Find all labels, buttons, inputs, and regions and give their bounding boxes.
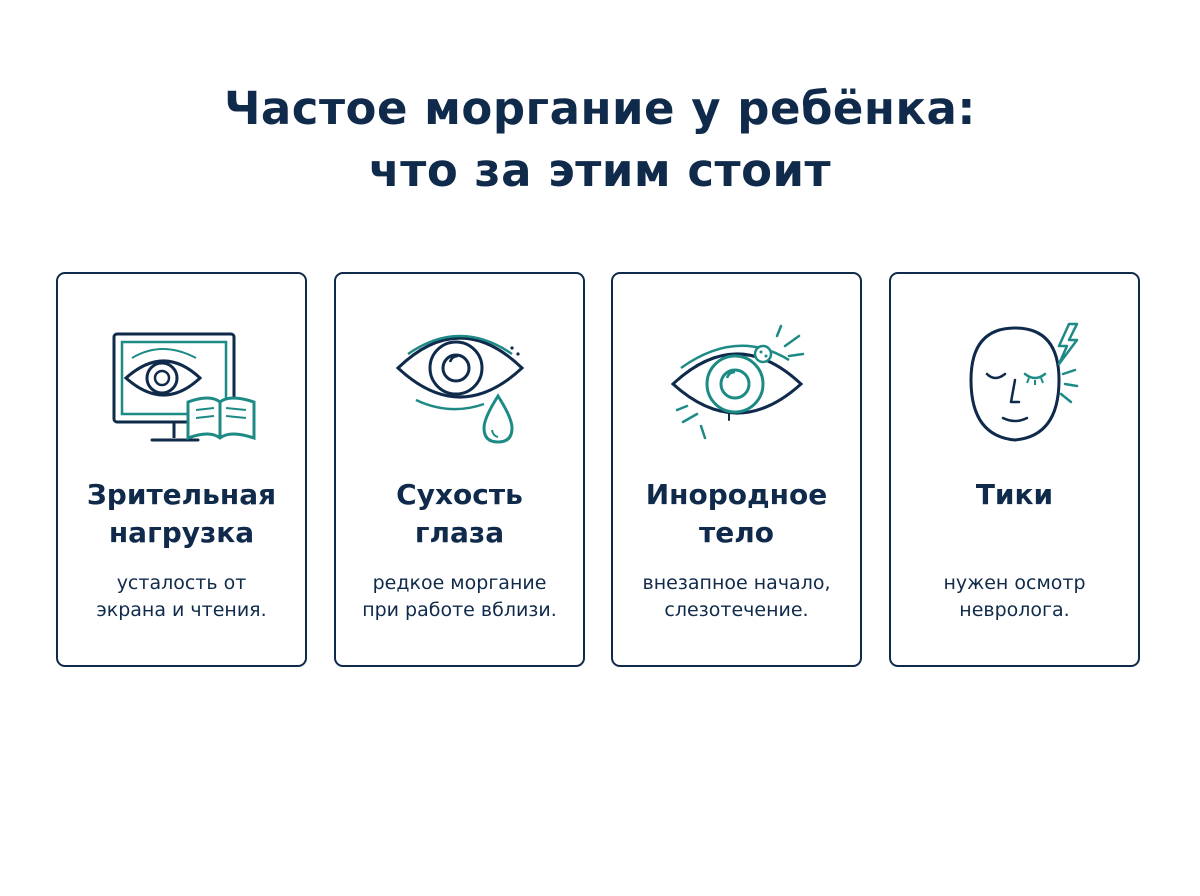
page-title-line-1: Частое моргание у ребёнка:: [224, 82, 976, 135]
card-title-line-2: нагрузка: [108, 516, 255, 549]
card-title: Сухость глаза: [336, 476, 583, 552]
card-title-line-1: Инородное: [645, 478, 828, 511]
card-description-line-2: слезотечение.: [664, 599, 809, 621]
screen-eye-book-icon: [58, 314, 305, 454]
card-description-line-2: невролога.: [959, 599, 1070, 621]
eye-drop-icon: [336, 314, 583, 454]
card-description-line-1: усталость от: [116, 572, 247, 594]
card-foreign-body: Инородное тело внезапное начало, слезоте…: [611, 272, 862, 667]
card-title-line-2: глаза: [414, 516, 505, 549]
card-description-line-1: нужен осмотр: [943, 572, 1086, 594]
page-title-line-2: что за этим стоит: [368, 144, 832, 197]
card-title: Зрительная нагрузка: [58, 476, 305, 552]
card-title: Инородное тело: [613, 476, 860, 552]
card-description-line-1: редкое моргание: [372, 572, 547, 594]
card-description-line-2: при работе вблизи.: [362, 599, 557, 621]
card-tics: Тики нужен осмотр невролога.: [889, 272, 1140, 667]
eye-foreign-body-icon: [613, 314, 860, 454]
card-title-line-2: тело: [699, 516, 774, 549]
face-tic-icon: [891, 314, 1138, 454]
card-description: усталость от экрана и чтения.: [58, 570, 305, 624]
page-title: Частое моргание у ребёнка: что за этим с…: [0, 78, 1200, 202]
card-description-line-1: внезапное начало,: [642, 572, 831, 594]
card-visual-strain: Зрительная нагрузка усталость от экрана …: [56, 272, 307, 667]
card-description: внезапное начало, слезотечение.: [613, 570, 860, 624]
card-title-line-1: Сухость: [396, 478, 523, 511]
card-dry-eye: Сухость глаза редкое моргание при работе…: [334, 272, 585, 667]
card-description-line-2: экрана и чтения.: [96, 599, 267, 621]
card-title: Тики: [891, 476, 1138, 514]
card-description: редкое моргание при работе вблизи.: [336, 570, 583, 624]
card-title-line-1: Тики: [975, 478, 1054, 511]
card-description: нужен осмотр невролога.: [891, 570, 1138, 624]
card-title-line-1: Зрительная: [86, 478, 277, 511]
